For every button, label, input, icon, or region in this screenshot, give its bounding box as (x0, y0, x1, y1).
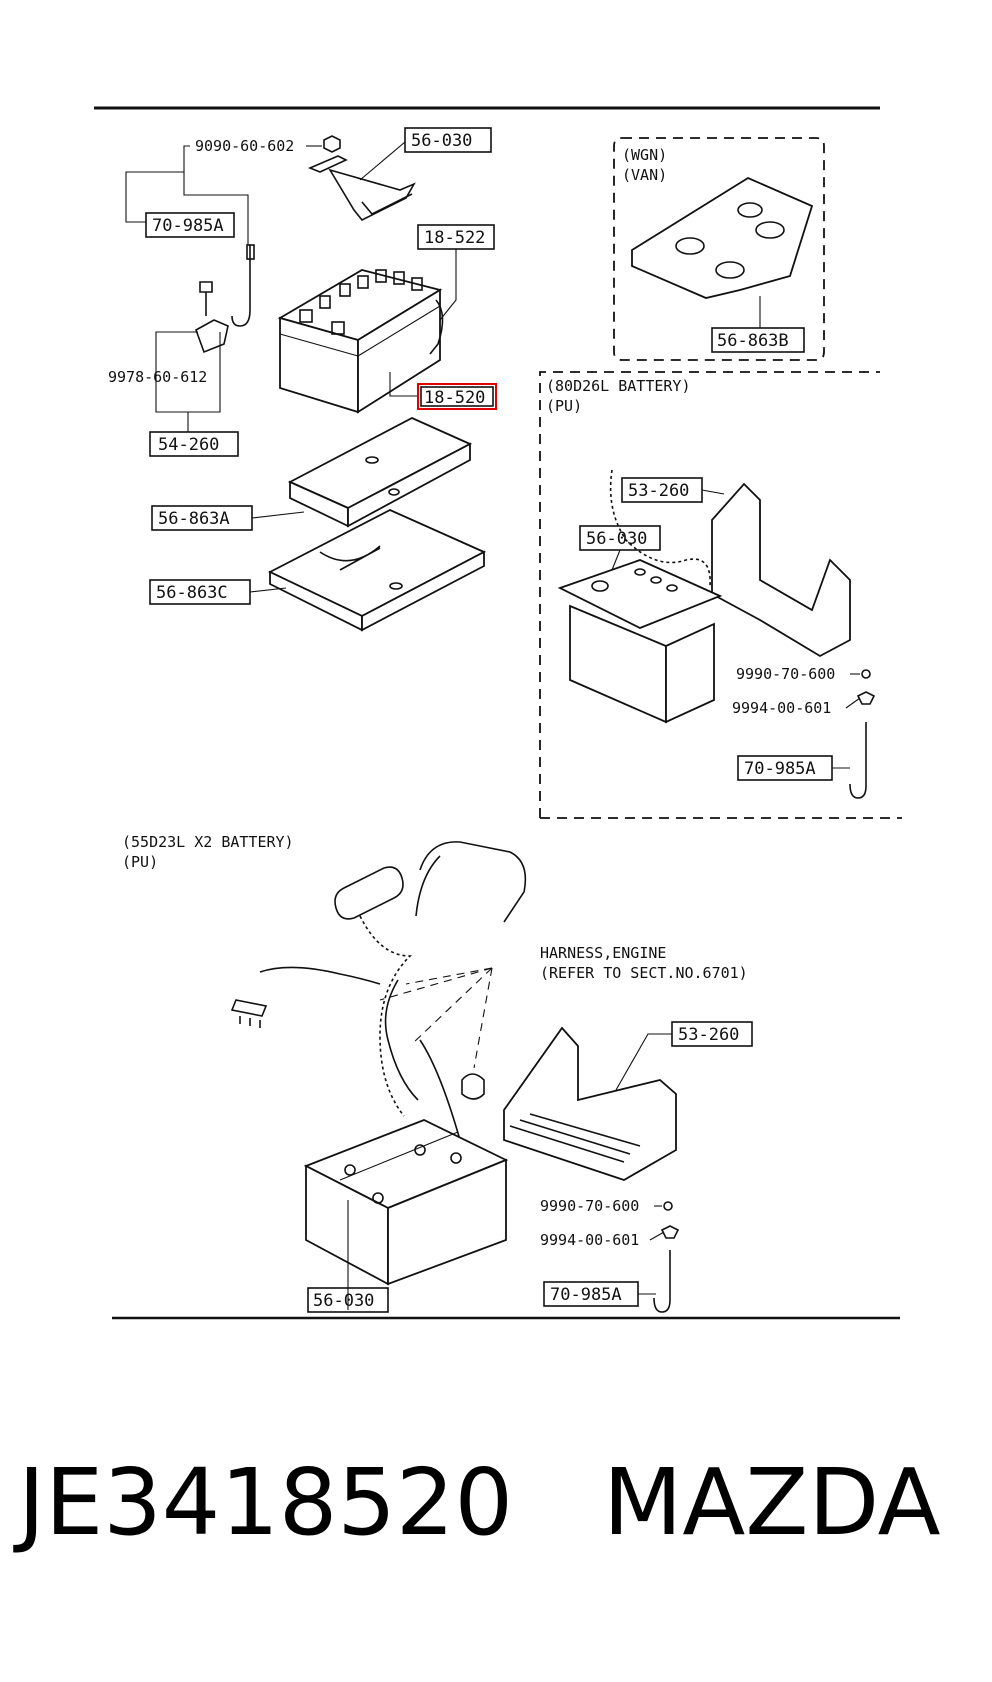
label-18-520: 18-520 (424, 388, 485, 408)
harness-clamp (461, 1073, 485, 1100)
terminal-connector (230, 999, 268, 1028)
van-title: (VAN) (622, 166, 667, 184)
nut-icon-b (856, 691, 876, 705)
highlight-box-18-520 (417, 383, 497, 410)
nut-icon (323, 135, 341, 153)
label-53-260-b: 53-260 (628, 481, 689, 501)
callout-box-70-985a (145, 212, 235, 238)
55d23l-title: (55D23L X2 BATTERY) (122, 833, 294, 851)
callout-box-56-030-c (307, 1287, 389, 1313)
part-caption: JE3418520 MAZDA (18, 1448, 978, 1558)
label-70-985a-c: 70-985A (550, 1285, 622, 1305)
label-9994-00-601-b: 9994-00-601 (732, 699, 831, 717)
battery-main (277, 269, 444, 414)
brand-name: MAZDA (603, 1449, 941, 1556)
label-9990-70-600-c: 9990-70-600 (540, 1197, 639, 1215)
j-bolt-b (849, 722, 867, 799)
starter-motor (334, 866, 404, 920)
main-assembly: 9090-60-602 70-985A 56-030 18-522 (108, 127, 497, 632)
55d23l-pu: (PU) (122, 853, 158, 871)
j-bolt-left (231, 245, 251, 327)
callout-box-18-520 (420, 386, 494, 407)
hold-down-clamp (307, 155, 416, 222)
callout-box-56-863b (711, 327, 805, 353)
label-9994-00-601-c: 9994-00-601 (540, 1231, 639, 1249)
nut-icon-c (660, 1225, 680, 1239)
washer-icon-c (663, 1201, 673, 1211)
battery-55d23l-section: (55D23L X2 BATTERY) (PU) HARNESS,ENGINE … (122, 833, 753, 1313)
j-bolt-c (653, 1250, 671, 1313)
label-18-522: 18-522 (424, 228, 485, 248)
battery-80d26l-inset: (80D26L BATTERY) (PU) 53-260 56-030 9990… (539, 371, 880, 818)
tray-56-863a (287, 416, 473, 528)
wgn-title: (WGN) (622, 146, 667, 164)
washer-icon-b (861, 669, 871, 679)
80d26l-pu: (PU) (546, 397, 582, 415)
label-53-260-c: 53-260 (678, 1025, 739, 1045)
label-56-863c: 56-863C (156, 583, 228, 603)
label-9990-70-600-b: 9990-70-600 (736, 665, 835, 683)
label-9090-60-602: 9090-60-602 (195, 137, 294, 155)
callout-box-56-030-top (404, 127, 492, 153)
wgn-van-inset: (WGN) (VAN) 56-863B (613, 137, 825, 361)
bracket-clip (195, 319, 229, 354)
callout-box-54-260 (149, 431, 239, 457)
bracket-53-260-b (711, 482, 851, 658)
label-70-985a-b: 70-985A (744, 759, 816, 779)
label-70-985a: 70-985A (152, 216, 224, 236)
label-56-030-top: 56-030 (411, 131, 472, 151)
label-54-260: 54-260 (158, 435, 219, 455)
label-56-030-c: 56-030 (313, 1291, 374, 1311)
tray-56-863b (631, 176, 814, 299)
label-56-863a: 56-863A (158, 509, 230, 529)
part-number: JE3418520 (18, 1449, 513, 1556)
label-56-863b: 56-863B (717, 331, 789, 351)
80d26l-title: (80D26L BATTERY) (546, 377, 691, 395)
label-9978-60-612: 9978-60-612 (108, 368, 207, 386)
bolt-9978 (199, 281, 213, 316)
harness-refer: (REFER TO SECT.NO.6701) (540, 964, 748, 982)
harness-title: HARNESS,ENGINE (540, 944, 666, 962)
bracket-53-260-c (503, 1026, 677, 1181)
bracket-56-863c (267, 509, 487, 632)
label-56-030-b: 56-030 (586, 529, 647, 549)
